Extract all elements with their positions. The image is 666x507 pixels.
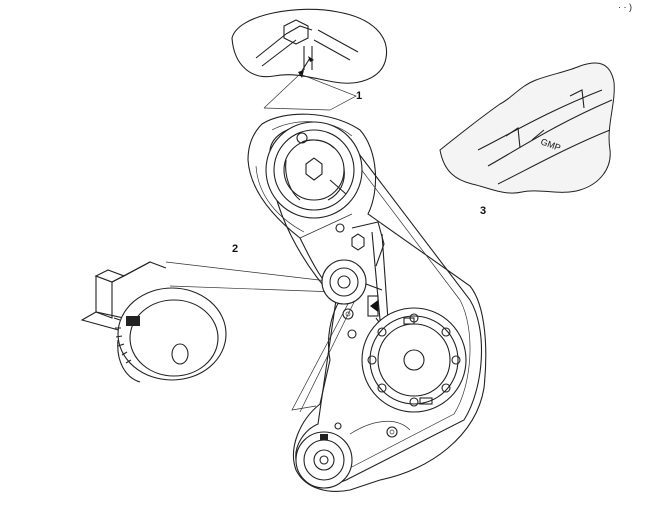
detail-3-timing-mark-inset	[439, 62, 615, 194]
detail-1-tensioner-inset	[231, 8, 388, 111]
callout-3: 3	[480, 205, 486, 217]
detail-2-crank-sprocket-inset	[80, 261, 337, 383]
callout-2: 2	[232, 243, 238, 255]
corner-fragment: · · )	[618, 2, 632, 12]
camshaft-sprocket	[265, 121, 363, 219]
belt-tensioner	[321, 221, 389, 327]
crankshaft-sprocket	[295, 420, 411, 489]
callout-1: 1	[356, 90, 362, 102]
water-pump-pulley	[361, 307, 467, 413]
